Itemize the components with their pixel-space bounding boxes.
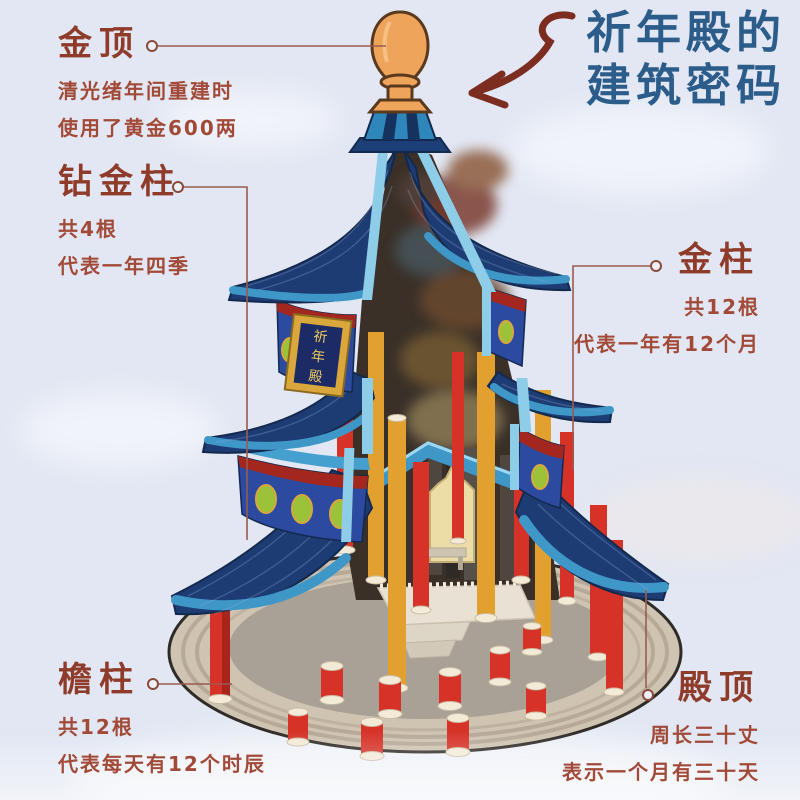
connector-jinding (146, 40, 386, 52)
lower-frieze-band (236, 424, 565, 543)
page-title-line2: 建筑密码 (585, 59, 786, 112)
middle-roof (201, 370, 614, 454)
label-zuanjinzhu-line1: 共4根 (58, 217, 118, 241)
label-yanzhu-line1: 共12根 (58, 715, 134, 739)
label-jinzhu-line2: 代表一年有12个月 (574, 332, 760, 356)
label-zuanjinzhu-line2: 代表一年四季 (58, 254, 190, 278)
label-dianding-heading: 殿顶 (678, 668, 760, 708)
connector-yanzhu (147, 678, 232, 690)
label-jinzhu-heading: 金柱 (678, 240, 760, 280)
label-jinding-line2: 使用了黄金600两 (58, 116, 238, 140)
label-jinding-heading: 金顶 (58, 24, 140, 64)
label-zuanjinzhu-heading: 钻金柱 (58, 162, 181, 202)
upper-frieze-band: 祈 年 殿 (276, 286, 527, 398)
page-title-line1: 祈年殿的 (585, 6, 786, 59)
label-jinzhu: 金柱 共12根 代表一年有12个月 (574, 240, 760, 363)
label-dianding-line1: 周长三十丈 (650, 723, 760, 747)
plaque-char-1: 祈 (312, 329, 328, 347)
top-roof (227, 149, 572, 304)
label-yanzhu: 檐柱 共12根 代表每天有12个时辰 (58, 660, 266, 783)
label-jinding: 金顶 清光绪年间重建时 使用了黄金600两 (58, 24, 238, 147)
connector-jinzhu (572, 260, 662, 470)
label-zuanjinzhu: 钻金柱 共4根 代表一年四季 (58, 162, 190, 285)
label-yanzhu-line2: 代表每天有12个时辰 (58, 752, 266, 776)
connector-dianding (642, 590, 654, 701)
label-dianding-line2: 表示一个月有三十天 (562, 760, 760, 784)
label-yanzhu-heading: 檐柱 (58, 660, 140, 700)
curved-arrow-icon (468, 11, 576, 109)
plaque-char-2: 年 (310, 348, 326, 366)
connector-lines (146, 40, 662, 701)
label-jinding-line1: 清光绪年间重建时 (58, 79, 234, 103)
bottom-fade (0, 730, 800, 800)
page-title: 祈年殿的 建筑密码 (586, 6, 786, 112)
label-dianding: 殿顶 周长三十丈 表示一个月有三十天 (562, 668, 760, 791)
label-jinzhu-line1: 共12根 (684, 295, 760, 319)
name-plaque: 祈 年 殿 (283, 312, 353, 398)
connector-zuanjinzhu (172, 181, 248, 540)
plaque-char-3: 殿 (308, 368, 324, 386)
temple-building: 祈 年 殿 (170, 10, 670, 616)
golden-finial (366, 10, 434, 114)
